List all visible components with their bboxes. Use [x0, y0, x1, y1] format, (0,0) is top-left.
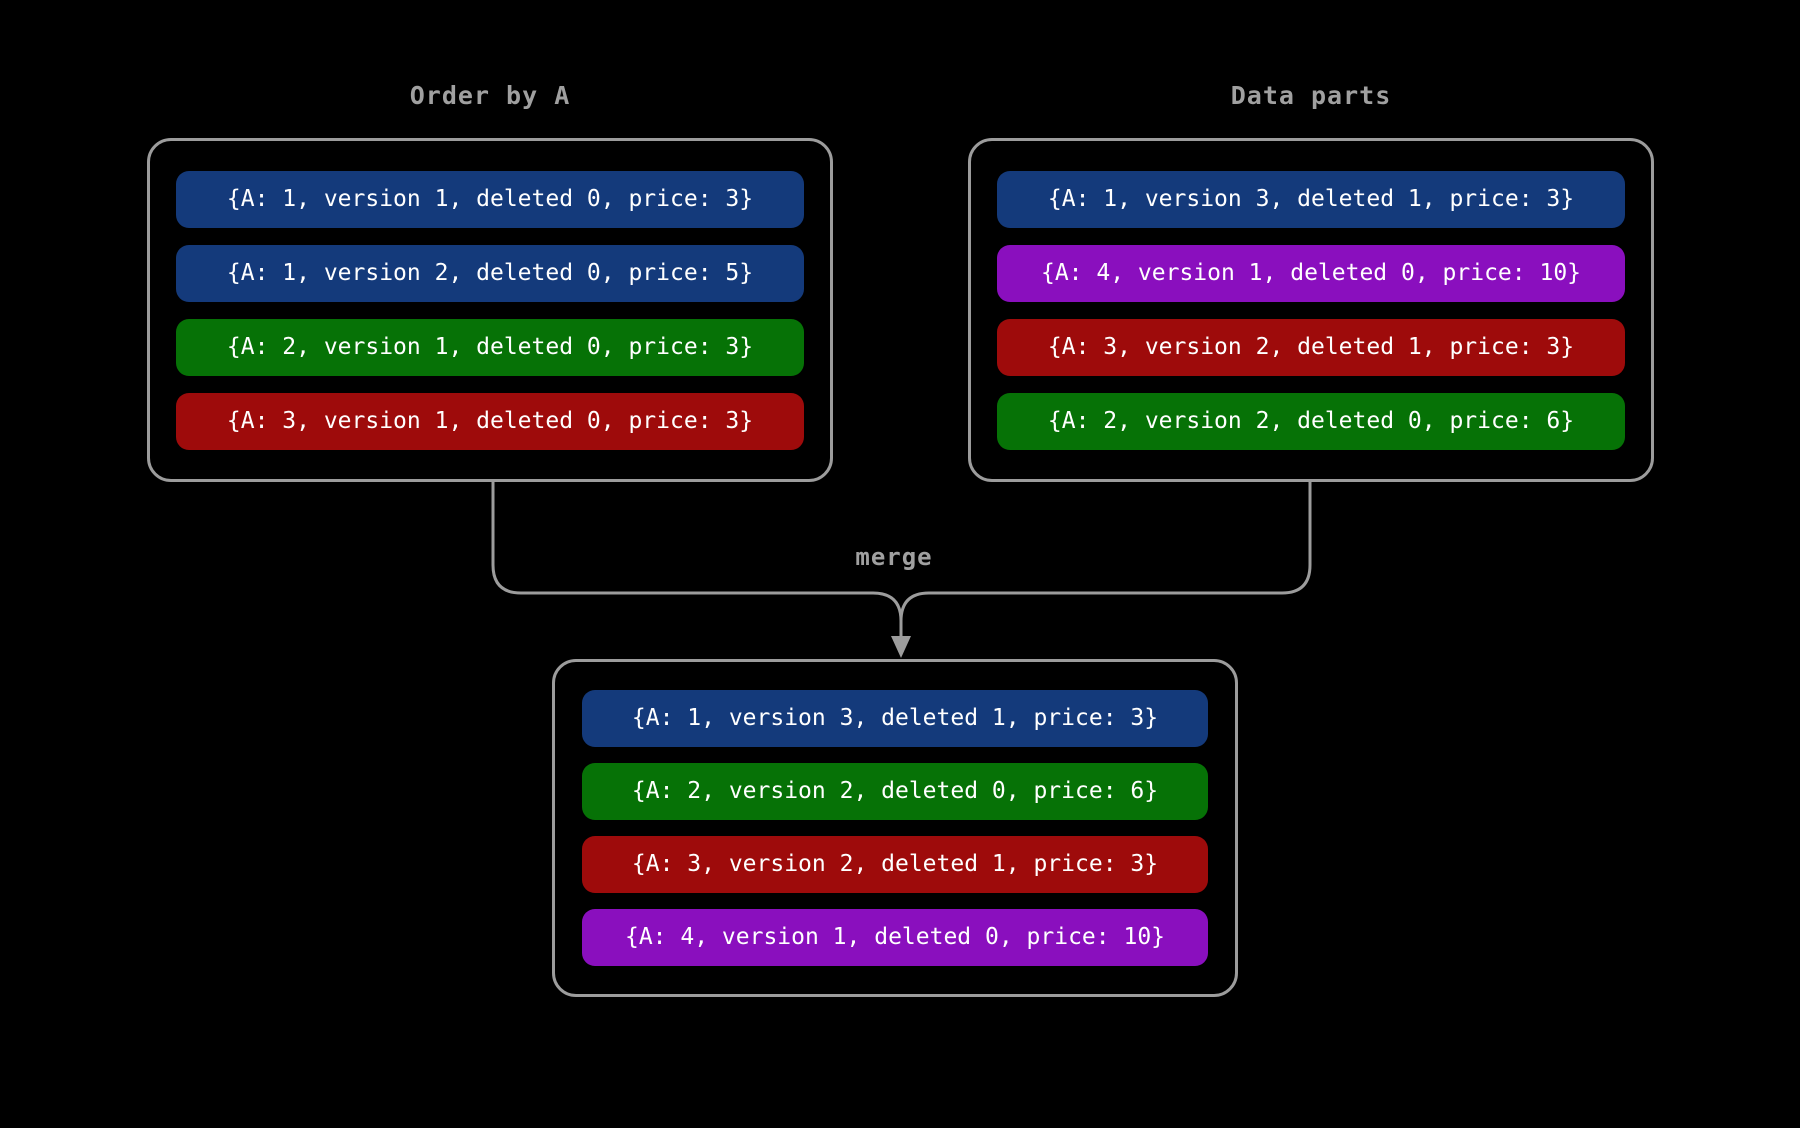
order-by-a-title: Order by A	[409, 81, 571, 110]
data-row: {A: 3, version 2, deleted 1, price: 3}	[997, 319, 1625, 376]
merged-panel: {A: 1, version 3, deleted 1, price: 3} {…	[552, 659, 1238, 997]
data-row: {A: 2, version 1, deleted 0, price: 3}	[176, 319, 804, 376]
data-row: {A: 4, version 1, deleted 0, price: 10}	[997, 245, 1625, 302]
data-row: {A: 3, version 1, deleted 0, price: 3}	[176, 393, 804, 450]
data-row: {A: 1, version 1, deleted 0, price: 3}	[176, 171, 804, 228]
data-parts-title: Data parts	[1230, 81, 1392, 110]
data-row: {A: 2, version 2, deleted 0, price: 6}	[997, 393, 1625, 450]
data-row: {A: 4, version 1, deleted 0, price: 10}	[582, 909, 1208, 966]
data-row: {A: 1, version 2, deleted 0, price: 5}	[176, 245, 804, 302]
data-row: {A: 1, version 3, deleted 1, price: 3}	[582, 690, 1208, 747]
merge-label: merge	[855, 543, 933, 571]
data-row: {A: 3, version 2, deleted 1, price: 3}	[582, 836, 1208, 893]
arrow-down-icon	[891, 636, 911, 658]
data-row: {A: 2, version 2, deleted 0, price: 6}	[582, 763, 1208, 820]
order-by-a-panel: {A: 1, version 1, deleted 0, price: 3} {…	[147, 138, 833, 482]
data-row: {A: 1, version 3, deleted 1, price: 3}	[997, 171, 1625, 228]
data-parts-panel: {A: 1, version 3, deleted 1, price: 3} {…	[968, 138, 1654, 482]
